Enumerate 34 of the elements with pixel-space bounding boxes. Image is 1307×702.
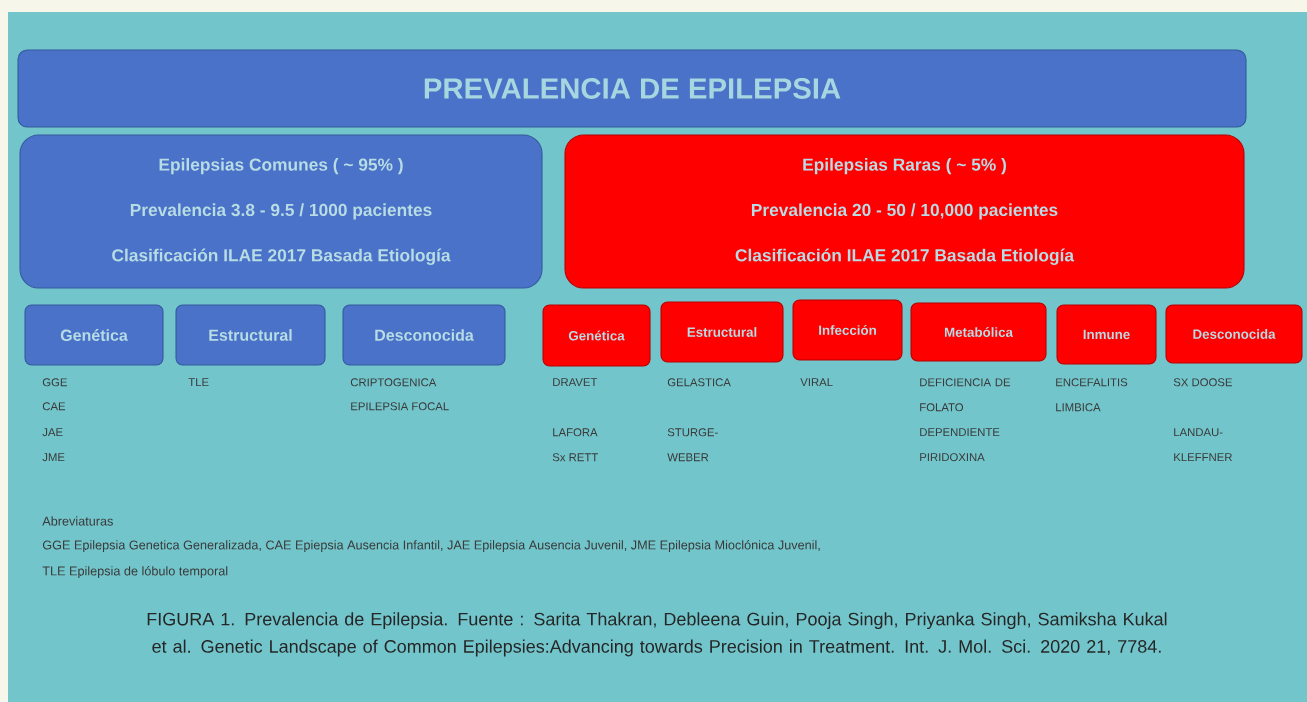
disease-list-item: VIRAL: [800, 378, 833, 387]
disease-list-item: ENCEFALITIS LIMBICA: [1056, 378, 1128, 412]
title-box: PREVALENCIA DE EPILEPSIA: [17, 49, 1247, 128]
disease-list-item: TLE: [188, 378, 209, 387]
disease-list-item: GGE: [42, 378, 67, 387]
disease-list-item: DEPENDIENTE PIRIDOXINA: [920, 428, 1000, 462]
abbreviation-note: Abreviaturas: [42, 516, 113, 526]
disease-list-item: CAE: [42, 402, 66, 411]
disease-list-item: LANDAU- KLEFFNER: [1174, 428, 1232, 462]
disease-list-item: JAE: [42, 428, 63, 437]
category-box: Estructural: [175, 304, 326, 366]
disease-list-item: JME: [42, 453, 65, 462]
category-box: Desconocida: [342, 304, 506, 366]
category-box: Metabólica: [910, 302, 1047, 362]
disease-list-item: LAFORA: [553, 428, 598, 437]
disease-list-item: GELASTICA: [667, 378, 731, 387]
abbreviation-note: TLE Epilepsia de lóbulo temporal: [42, 566, 228, 578]
disease-list-item: DRAVET: [553, 378, 598, 387]
disease-list-item: CRIPTOGENICA: [350, 378, 437, 387]
category-box: Estructural: [660, 301, 784, 363]
category-box: Genética: [24, 304, 164, 366]
category-box: Inmune: [1056, 304, 1157, 365]
category-box: Desconocida: [1165, 304, 1303, 364]
group-box: Epilepsias Comunes ( ~ 95% ) Prevalencia 3.8 - 9.5 / 1000 pacientes Clasificación ILAE 2017 Basada Etiología: [19, 134, 543, 289]
group-box: Epilepsias Raras ( ~ 5% ) Prevalencia 20 - 50 / 10,000 pacientes Clasificación ILAE 2017 Basada Etiología: [564, 134, 1245, 289]
category-box: Genética: [542, 304, 651, 367]
disease-list-item: EPILEPSIA FOCAL: [351, 402, 449, 411]
disease-list-item: DEFICIENCIA DE FOLATO: [920, 378, 1011, 412]
abbreviation-note: GGE Epilepsia Genetica Generalizada, CAE Epiepsia Ausencia Infantil, JAE Epilepsia Ausencia Juvenil, JME Epilepsia Mioclónica Juvenil,: [42, 540, 820, 552]
category-box: Infección: [792, 299, 903, 361]
disease-list-item: STURGE- WEBER: [667, 428, 718, 462]
disease-list-item: Sx RETT: [552, 453, 598, 462]
figure-caption: FIGURA 1. Prevalencia de Epilepsia. Fuente : Sarita Thakran, Debleena Guin, Pooja Singh, Priyanka Singh, Samiksha Kukal et al. Genetic Landscape of Common Epilepsies:Advancing towards Precision in Treatment. Int. J. Mol. Sci. 2020 21, 7784.: [147, 612, 1167, 657]
disease-list-item: SX DOOSE: [1173, 378, 1232, 387]
